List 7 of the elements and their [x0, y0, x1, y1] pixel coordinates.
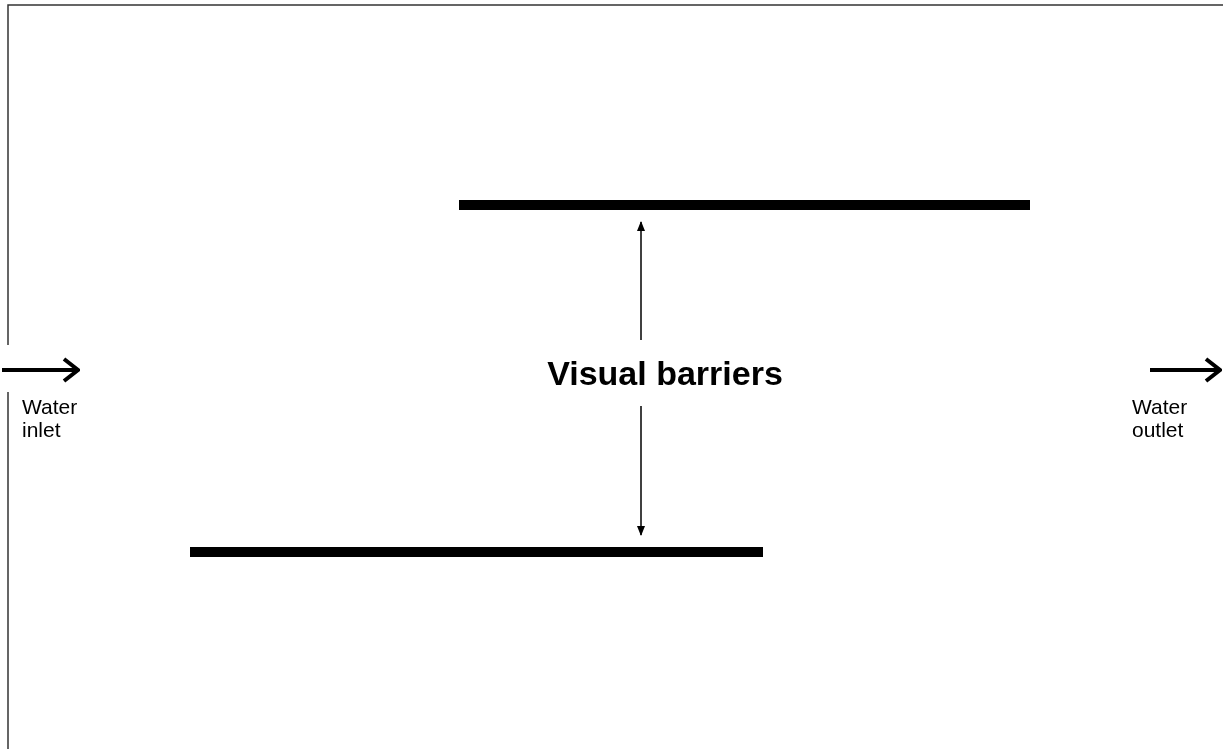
barrier-bar [459, 200, 1030, 210]
callout-text: Visual barriers [533, 352, 797, 394]
leader-arrow [637, 221, 645, 341]
flow-label: Water outlet [1132, 395, 1189, 441]
barrier-bar [190, 547, 763, 557]
flow-label: Water inlet [22, 395, 79, 441]
leader-arrow [637, 405, 645, 536]
